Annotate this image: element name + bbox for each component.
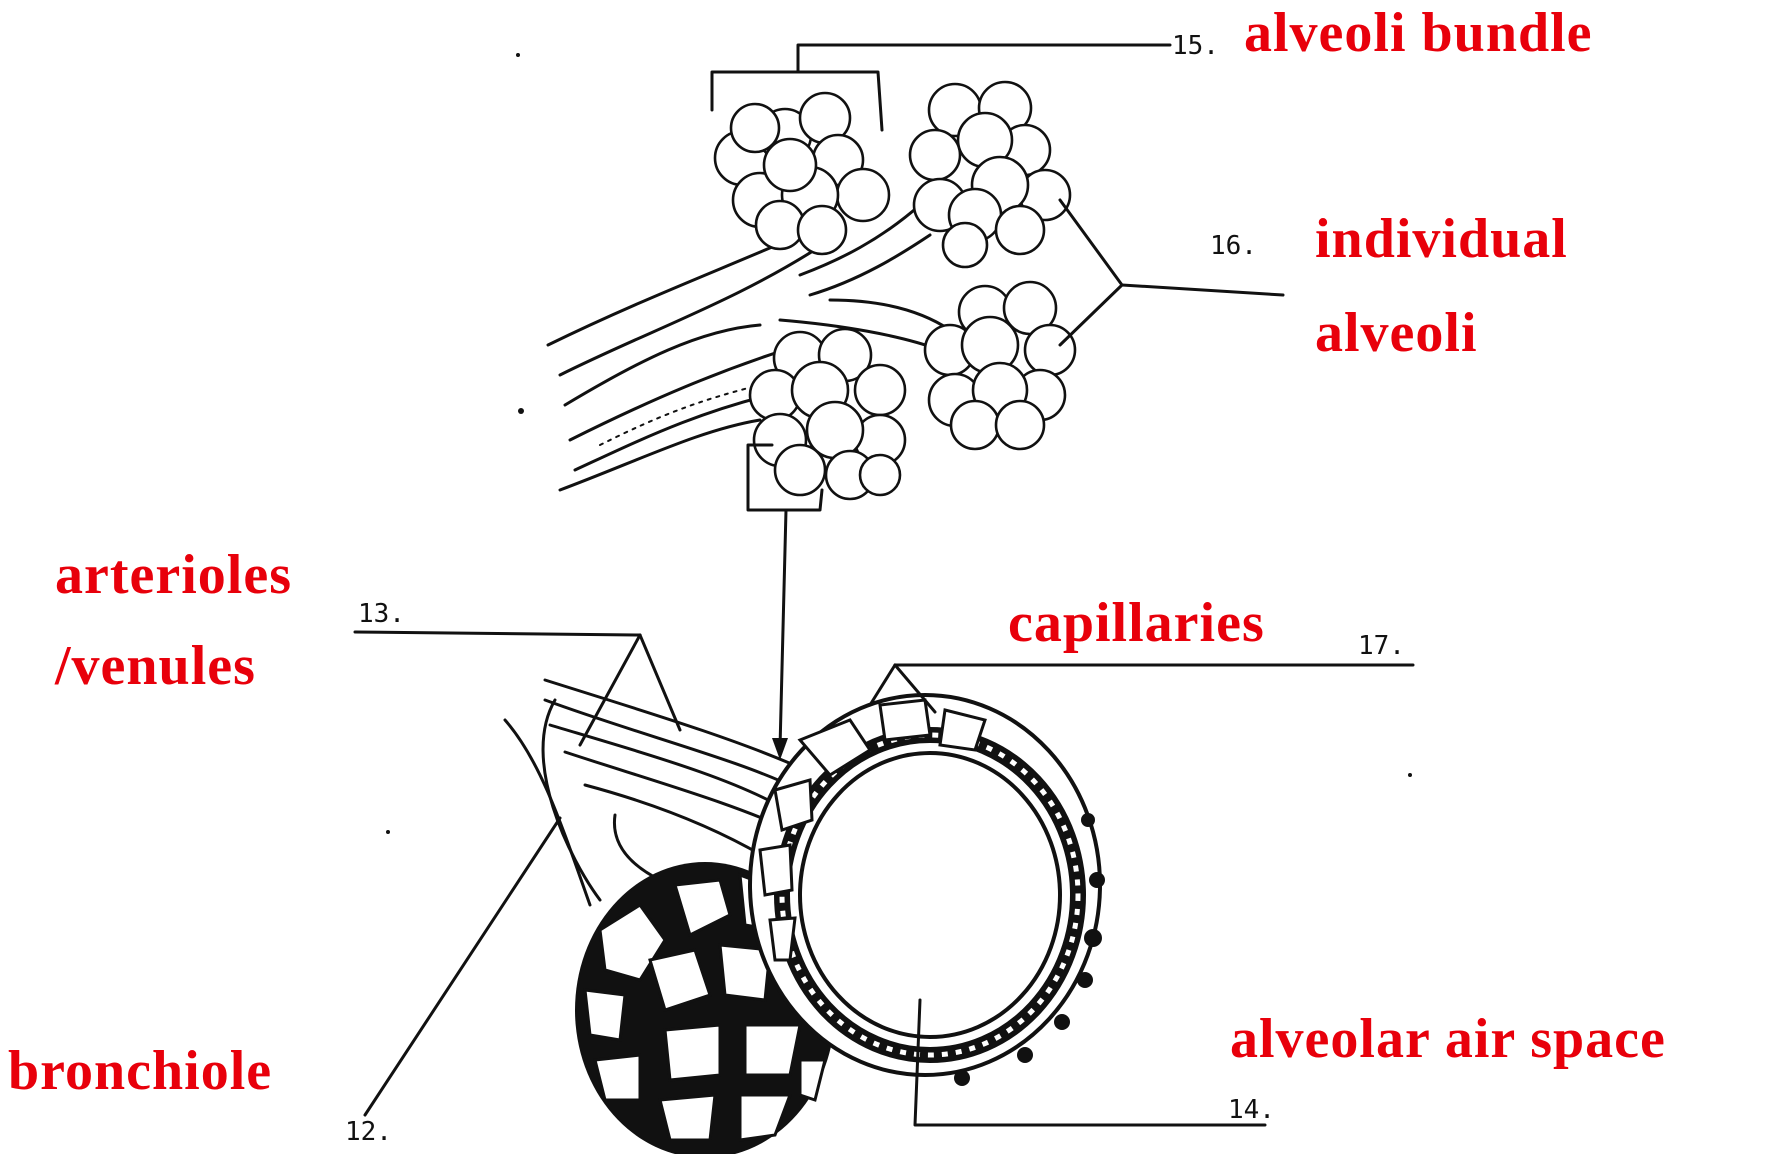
alveoli-cluster-top-right: [910, 82, 1070, 267]
number-13: 13.: [358, 600, 405, 628]
alveoli-cluster-center: [750, 329, 905, 499]
number-16: 16.: [1210, 232, 1257, 260]
label-alveoli-bundle: alveoli bundle: [1244, 2, 1593, 64]
label-bronchiole: bronchiole: [8, 1040, 272, 1102]
alveoli-cluster-mid-right: [925, 282, 1075, 449]
label-individual-alveoli-line1: individual: [1315, 208, 1568, 270]
label-individual-alveoli-line2: alveoli: [1315, 302, 1478, 364]
label-arterioles-line1: arterioles: [55, 544, 292, 606]
number-17: 17.: [1358, 632, 1405, 660]
label-alveolar-air-space: alveolar air space: [1230, 1008, 1666, 1070]
number-15: 15.: [1172, 32, 1219, 60]
alveoli-cluster-top-left: [715, 93, 889, 254]
number-12: 12.: [345, 1118, 392, 1146]
label-capillaries: capillaries: [1008, 592, 1265, 654]
label-arterioles-line2: /venules: [55, 635, 256, 697]
number-14: 14.: [1228, 1096, 1275, 1124]
